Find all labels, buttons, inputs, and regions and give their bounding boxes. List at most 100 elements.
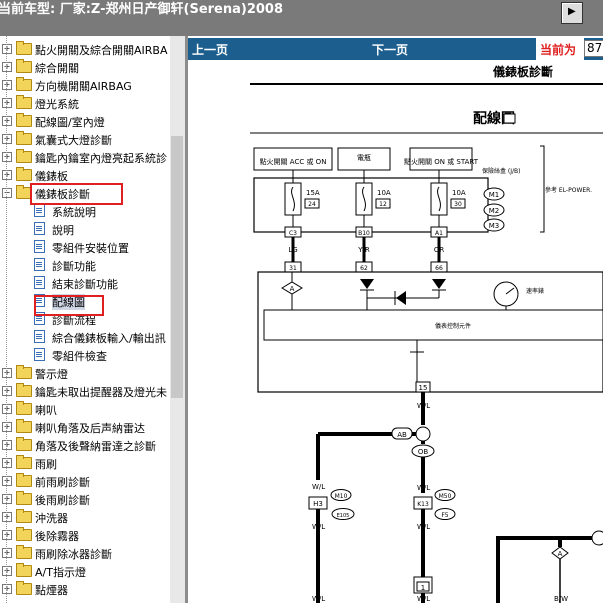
- tree-folder-item[interactable]: + 沖洗器: [0, 508, 170, 526]
- toggle-button[interactable]: ▶: [561, 2, 583, 24]
- next-page-link[interactable]: 下一页: [372, 43, 409, 57]
- tree-folder-item[interactable]: +儀錶板: [0, 166, 170, 184]
- tree-item-label: 零組件安裝位置: [52, 242, 129, 255]
- document-icon: [34, 222, 45, 235]
- prev-page-link[interactable]: 上一页: [192, 43, 229, 57]
- expand-icon[interactable]: +: [2, 170, 12, 180]
- expand-icon[interactable]: +: [2, 404, 12, 414]
- speedometer-label: 速率錶: [526, 287, 544, 295]
- tree-folder-item[interactable]: +配線圖/室內燈: [0, 112, 170, 130]
- pin-15: 15: [419, 384, 428, 392]
- fuse-amp: 10A: [452, 189, 466, 197]
- page-number-input[interactable]: 87: [584, 40, 603, 57]
- tree-leaf-item[interactable]: 診斷功能: [0, 256, 170, 274]
- folder-icon: [16, 419, 32, 433]
- expand-icon[interactable]: +: [2, 134, 12, 144]
- tree-leaf-item[interactable]: 說明: [0, 220, 170, 238]
- control-unit-label: 儀表控制元件: [435, 322, 471, 330]
- expand-icon[interactable]: +: [2, 512, 12, 522]
- expand-icon[interactable]: +: [2, 422, 12, 432]
- expand-icon[interactable]: +: [2, 386, 12, 396]
- source-battery: 電瓶: [357, 153, 371, 162]
- tree-folder-item[interactable]: +警示燈: [0, 364, 170, 382]
- expand-icon[interactable]: +: [2, 44, 12, 54]
- expand-icon[interactable]: +: [2, 62, 12, 72]
- tree-folder-item[interactable]: + 喇叭角落及后声納雷达: [0, 418, 170, 436]
- folder-icon: [16, 77, 32, 91]
- folder-icon: [16, 563, 32, 577]
- folder-icon: [16, 383, 32, 397]
- folder-icon: [16, 455, 32, 469]
- tree-leaf-item[interactable]: 零組件檢查: [0, 346, 170, 364]
- panel-divider[interactable]: [185, 36, 188, 603]
- tree-item-label: 說明: [52, 224, 74, 237]
- expand-icon[interactable]: +: [2, 440, 12, 450]
- tree-leaf-item[interactable]: 結束診斷功能: [0, 274, 170, 292]
- connector-label: B10: [358, 230, 370, 237]
- splice-a: A: [558, 550, 563, 558]
- diagram-icon: [503, 113, 516, 124]
- expand-icon[interactable]: +: [2, 80, 12, 90]
- tree-folder-item[interactable]: +點火開關及綜合開關AIRBA: [0, 40, 170, 58]
- tree-folder-item[interactable]: +雨刷除冰器診斷: [0, 544, 170, 562]
- source-ignition-acc: 點火開關 ACC 或 ON: [260, 157, 327, 166]
- expand-icon[interactable]: +: [2, 152, 12, 162]
- ref-m1: M1: [489, 191, 500, 199]
- expand-icon[interactable]: +: [2, 566, 12, 576]
- tree-scrollbar[interactable]: [170, 36, 185, 603]
- tree-item-label: 配線圖: [52, 294, 85, 310]
- expand-icon[interactable]: +: [2, 548, 12, 558]
- tree-folder-item[interactable]: +A/T指示燈: [0, 562, 170, 580]
- expand-icon[interactable]: +: [2, 494, 12, 504]
- document-icon: [34, 312, 45, 325]
- tree-item-label: 沖洗器: [35, 512, 68, 525]
- expand-icon[interactable]: +: [2, 476, 12, 486]
- tree-item-label: 喇叭: [35, 404, 57, 417]
- tree-folder-item[interactable]: + 後雨刷診斷: [0, 490, 170, 508]
- tree-folder-item[interactable]: +點煙器: [0, 580, 170, 598]
- expand-icon[interactable]: +: [2, 530, 12, 540]
- tree-item-label: 喇叭角落及后声納雷达: [35, 422, 145, 435]
- expand-icon[interactable]: +: [2, 458, 12, 468]
- tree-leaf-item[interactable]: 診斷流程: [0, 310, 170, 328]
- folder-icon: [16, 113, 32, 127]
- expand-icon[interactable]: +: [2, 368, 12, 378]
- tree-folder-item[interactable]: + 喇叭: [0, 400, 170, 418]
- tree-folder-item[interactable]: + 燈光系統: [0, 94, 170, 112]
- expand-icon[interactable]: +: [2, 116, 12, 126]
- tree-folder-item[interactable]: + 綜合開關: [0, 58, 170, 76]
- connector-label: A1: [435, 230, 443, 237]
- tree-item-label: 綜合開關: [35, 62, 79, 75]
- folder-icon: [16, 581, 32, 595]
- folder-icon: [16, 95, 32, 109]
- tree-folder-item[interactable]: + 氣囊式大燈診斷: [0, 130, 170, 148]
- tree-folder-item[interactable]: −儀錶板診斷: [0, 184, 170, 202]
- folder-icon: [16, 365, 32, 379]
- folder-icon: [16, 527, 32, 541]
- connector-h3: H3: [313, 500, 323, 508]
- tree-item-label: 診斷流程: [52, 314, 96, 327]
- tree-folder-item[interactable]: +方向機開關AIRBAG: [0, 76, 170, 94]
- tree-folder-item[interactable]: + 後除霧器: [0, 526, 170, 544]
- tree-folder-item[interactable]: +前雨刷診斷: [0, 472, 170, 490]
- scrollbar-thumb[interactable]: [171, 136, 183, 398]
- tree-folder-item[interactable]: +鑰匙內鑰室內燈亮起系統診: [0, 148, 170, 166]
- tree-folder-item[interactable]: +角落及後聲納雷達之診斷: [0, 436, 170, 454]
- tree-item-label: 後除霧器: [35, 530, 79, 543]
- tree-leaf-item[interactable]: 零組件安裝位置: [0, 238, 170, 256]
- tree-item-label: 後雨刷診斷: [35, 494, 90, 507]
- section-title: 儀錶板診斷: [492, 64, 553, 79]
- tree-item-label: 燈光系統: [35, 98, 79, 111]
- tree-folder-item[interactable]: +雨刷: [0, 454, 170, 472]
- tree-leaf-item[interactable]: 綜合儀錶板輸入/輸出訊: [0, 328, 170, 346]
- tree-item-label: 系統說明: [52, 206, 96, 219]
- window-title: 当前车型: 厂家:Z-郑州日产御轩(Serena)2008: [0, 2, 284, 17]
- tree-folder-item[interactable]: +鑰匙未取出提醒器及燈光未: [0, 382, 170, 400]
- fuse-amp: 15A: [306, 189, 320, 197]
- expand-icon[interactable]: +: [2, 98, 12, 108]
- collapse-icon[interactable]: −: [2, 188, 12, 198]
- expand-icon[interactable]: +: [2, 584, 12, 594]
- tree-leaf-item[interactable]: 配線圖: [0, 292, 170, 310]
- tree-item-label: 氣囊式大燈診斷: [35, 134, 112, 147]
- pin-1: 1: [421, 584, 425, 592]
